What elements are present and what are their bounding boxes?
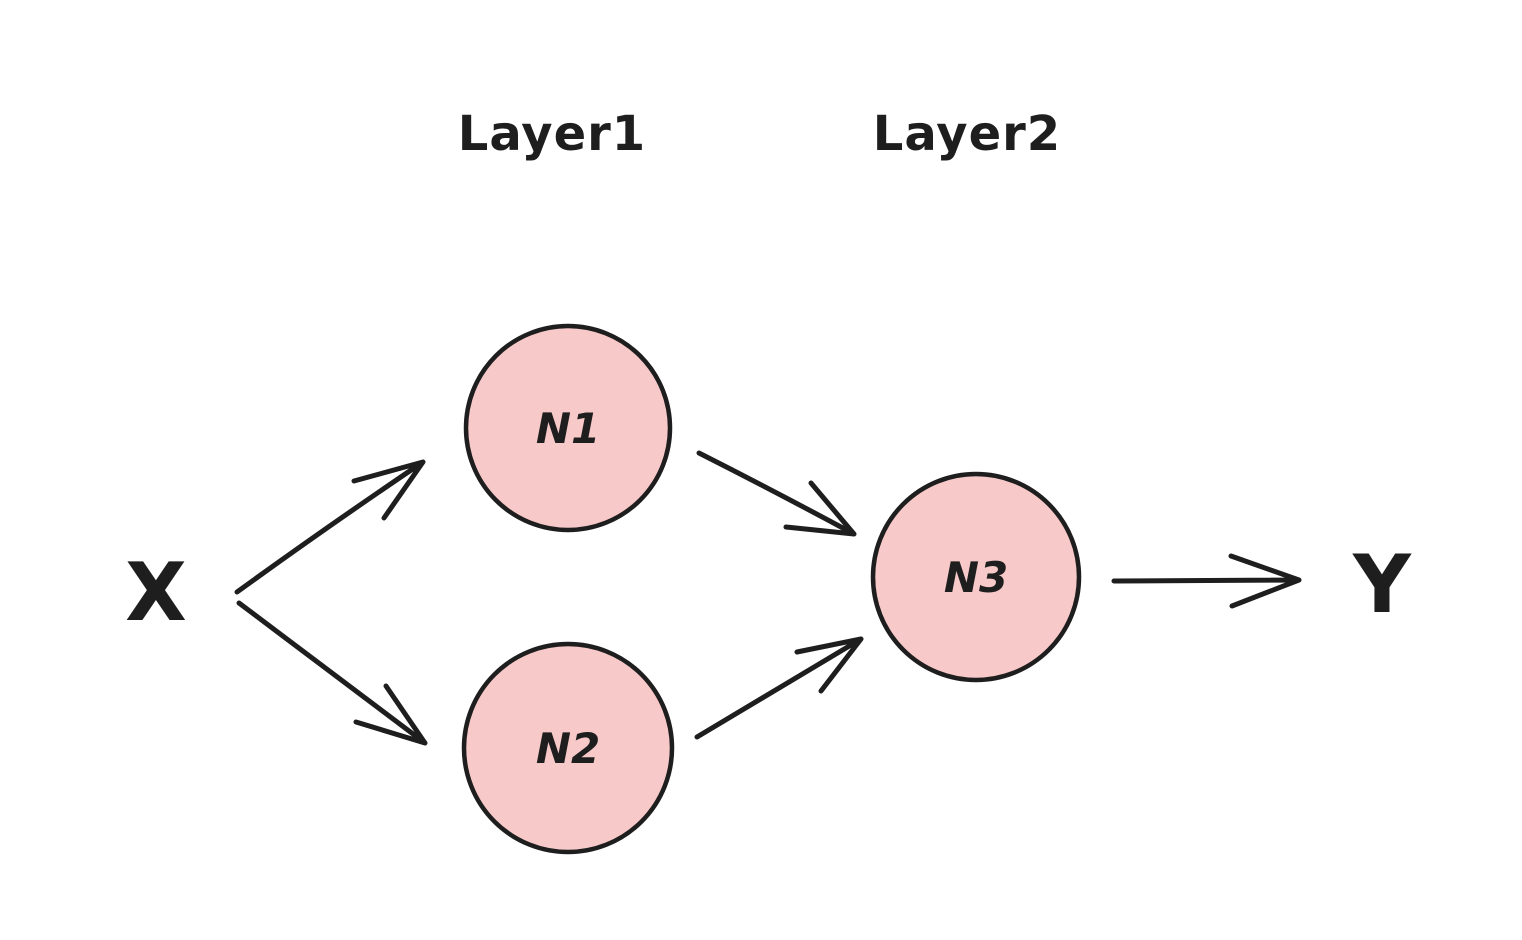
layer1-label: Layer1 [458,106,646,162]
edge-n3-to-y [1111,553,1302,609]
input-x-label: X [125,546,187,639]
node-n1-label: N1 [536,404,600,453]
node-n2-label: N2 [536,724,600,773]
edge-n2-to-n3 [694,636,864,740]
edge-n1-to-n3 [696,450,857,537]
node-n1: N1 [463,323,673,533]
output-y-label: Y [1352,538,1412,631]
layer2-label: Layer2 [873,106,1061,162]
edge-x-to-n2 [236,600,428,746]
edge-x-to-n1 [234,459,426,595]
node-n3-label: N3 [944,553,1008,602]
node-n1-circle [463,323,673,533]
node-n3-circle [870,471,1082,683]
node-n2-circle [461,641,675,855]
node-n3: N3 [870,471,1082,683]
node-n2: N2 [461,641,675,855]
